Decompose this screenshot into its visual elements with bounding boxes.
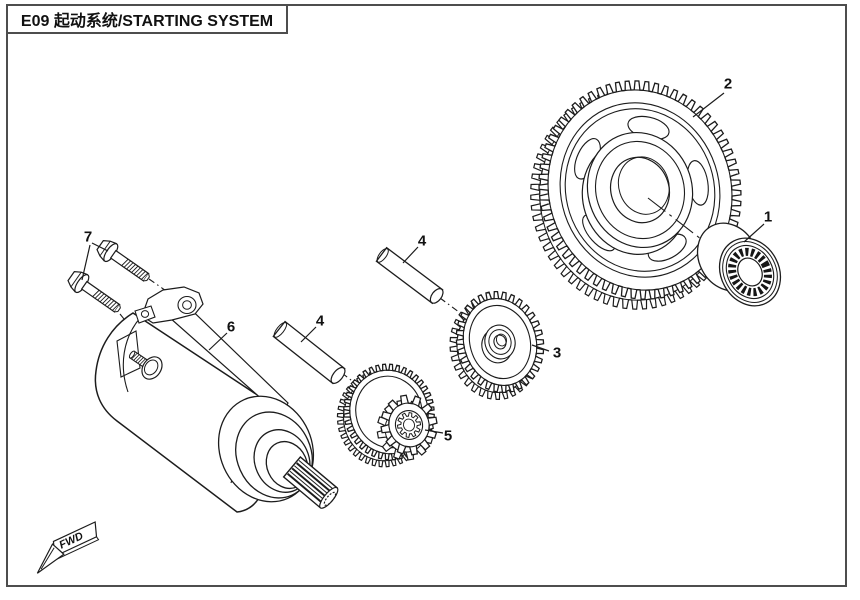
fwd-arrow: FWD <box>36 521 100 574</box>
double-gear-pinion-drawing <box>376 394 438 461</box>
callout-label-4-lower[interactable]: 4 <box>315 312 325 330</box>
flange-bolt-lower-drawing <box>67 270 121 313</box>
leader-lines <box>81 92 765 434</box>
callout-label-1[interactable]: 1 <box>763 208 773 226</box>
callout-label-7[interactable]: 7 <box>83 228 93 246</box>
page-title: E09 起动系统/STARTING SYSTEM <box>20 13 274 30</box>
callout-label-5[interactable]: 5 <box>443 427 453 445</box>
starter-driven-gear-drawing <box>530 80 742 310</box>
starter-motor-drawing <box>94 286 339 513</box>
callout-label-3[interactable]: 3 <box>552 344 562 362</box>
callout-label-4-upper[interactable]: 4 <box>417 232 427 250</box>
callout-label-6[interactable]: 6 <box>226 318 236 336</box>
callout-label-2[interactable]: 2 <box>723 75 733 93</box>
shaft-pin-lower-drawing <box>272 320 346 385</box>
bearing-drawing <box>696 222 782 307</box>
page-border <box>6 4 847 587</box>
idler-gear-drawing <box>449 290 545 400</box>
title-box: E09 起动系统/STARTING SYSTEM <box>6 4 288 34</box>
flange-bolt-upper-drawing <box>96 239 150 282</box>
shaft-pin-upper-drawing <box>375 246 444 305</box>
